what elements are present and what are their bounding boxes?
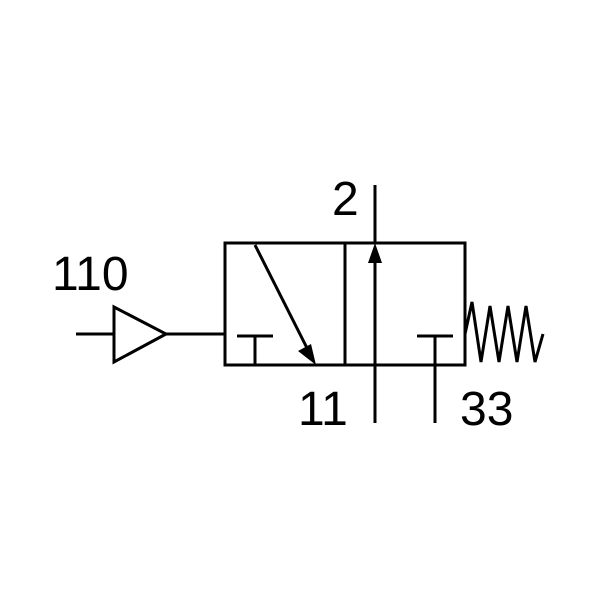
left-blocked-port-symbol — [237, 334, 273, 365]
right-flow-arrow — [368, 243, 382, 365]
supply-port-label: 11 — [298, 383, 348, 436]
return-spring — [463, 301, 545, 363]
right-blocked-port-symbol — [417, 334, 453, 365]
outlet-port-label: 2 — [332, 173, 359, 226]
pilot-actuator-triangle — [112, 304, 170, 365]
pilot-port-label: 110 — [52, 248, 129, 301]
exhaust-port-label: 33 — [460, 383, 513, 436]
left-flow-arrow — [253, 244, 316, 365]
